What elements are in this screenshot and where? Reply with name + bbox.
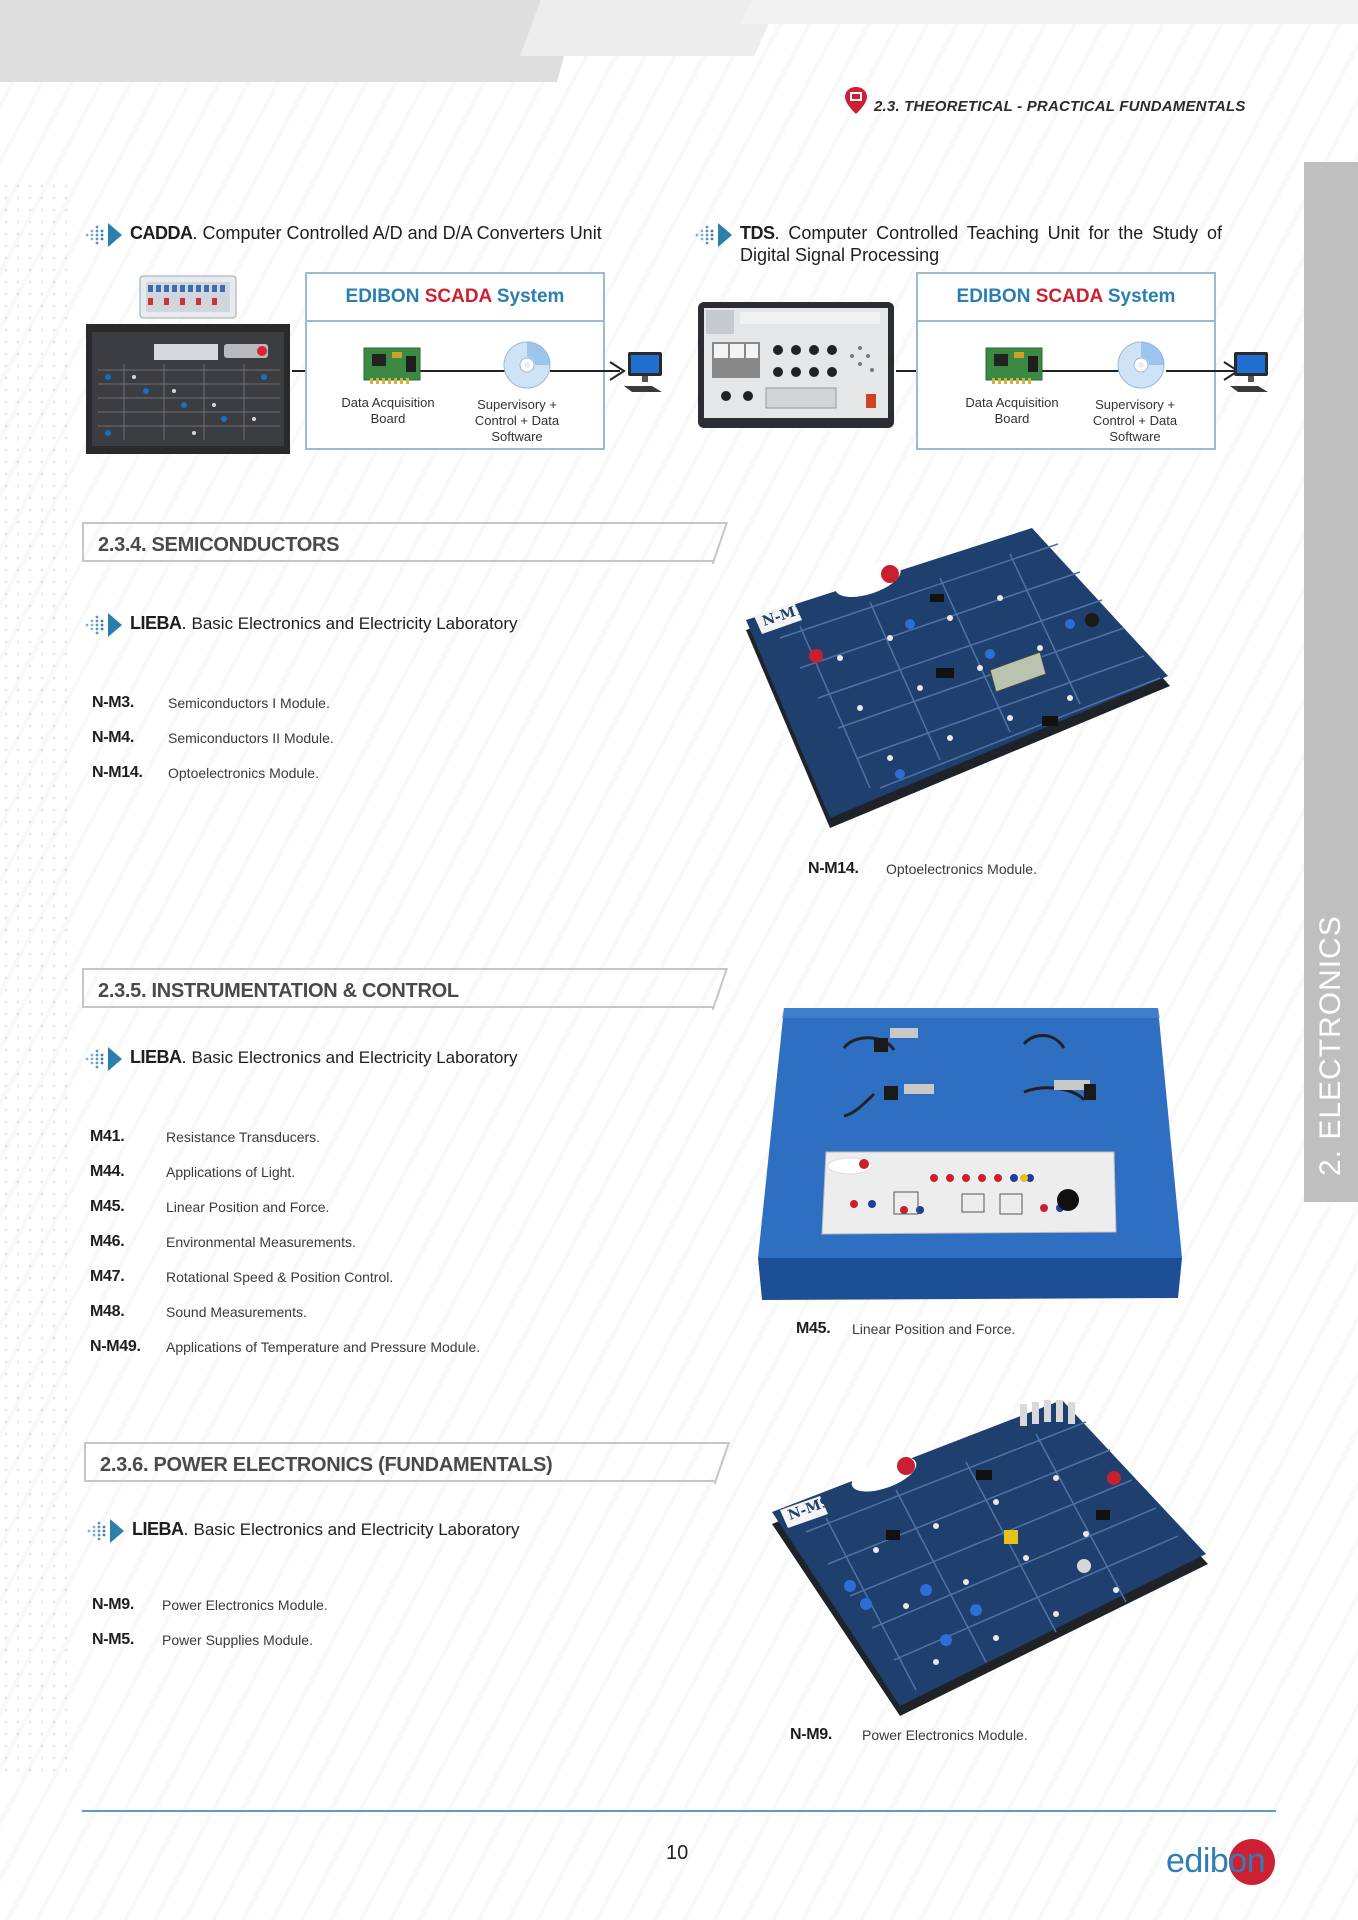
module-item: N-M49.Applications of Temperature and Pr…: [90, 1338, 481, 1355]
section-header-box: [82, 968, 728, 1008]
location-pin-icon: [845, 87, 867, 114]
product-arrow-icon: [85, 613, 122, 637]
data-acquisition-board-icon: [985, 347, 1043, 384]
product-arrow-icon: [85, 223, 122, 247]
connector-line: [1166, 370, 1234, 372]
product-description: Computer Controlled Teaching Unit for th…: [740, 223, 1222, 265]
product-code: LIEBA: [130, 613, 182, 633]
footer-divider: [82, 1810, 1276, 1812]
m45-box-image: [758, 1008, 1182, 1300]
product-heading-tds: TDS. Computer Controlled Teaching Unit f…: [692, 222, 1222, 266]
board-label: Data Acquisition Board: [965, 395, 1059, 426]
scada-title: EDIBON SCADA System: [918, 274, 1214, 322]
section-title: 2.3.4. SEMICONDUCTORS: [98, 534, 340, 556]
connector-line: [550, 370, 620, 372]
module-item: M46.Environmental Measurements.: [90, 1233, 356, 1250]
image-caption: M45.Linear Position and Force.: [796, 1320, 1016, 1337]
product-heading-lieba: LIEBA. Basic Electronics and Electricity…: [82, 612, 642, 638]
n-m9-board-image: N-M9: [772, 1400, 1208, 1716]
product-code: LIEBA: [132, 1519, 184, 1539]
scada-system-box: EDIBON SCADA System: [305, 272, 605, 450]
chapter-title: 2.3. THEORETICAL - PRACTICAL FUNDAMENTAL…: [874, 98, 1246, 115]
module-item: M48.Sound Measurements.: [90, 1303, 307, 1320]
product-code: TDS: [740, 223, 775, 243]
connector-line: [1040, 370, 1120, 372]
product-description: Computer Controlled A/D and D/A Converte…: [202, 223, 602, 243]
scada-title: EDIBON SCADA System: [307, 274, 603, 322]
page-number: 10: [666, 1842, 689, 1864]
board-label: Data Acquisition Board: [341, 395, 435, 426]
arrow-right-icon: [609, 361, 626, 381]
section-header-box: [84, 1442, 730, 1482]
product-heading-lieba: LIEBA. Basic Electronics and Electricity…: [82, 1046, 642, 1072]
module-item: M47.Rotational Speed & Position Control.: [90, 1268, 394, 1285]
tds-equipment-image: [698, 302, 894, 428]
product-code: LIEBA: [130, 1047, 182, 1067]
header-band: [0, 0, 580, 82]
module-item: N-M14.Optoelectronics Module.: [92, 764, 319, 781]
product-description: Basic Electronics and Electricity Labora…: [191, 614, 518, 633]
header-band: [740, 0, 1358, 24]
cadda-equipment-image: [86, 275, 290, 454]
computer-icon: [1230, 352, 1268, 392]
module-item: N-M4.Semiconductors II Module.: [92, 729, 334, 746]
edibon-logo[interactable]: edibon: [1166, 1842, 1266, 1880]
product-title: LIEBA. Basic Electronics and Electricity…: [130, 613, 518, 633]
software-label: Supervisory + Control + Data Software: [1092, 397, 1178, 444]
product-description: Basic Electronics and Electricity Labora…: [193, 1520, 520, 1539]
connector-line: [420, 370, 506, 372]
side-tab-label: 2. ELECTRONICS: [1314, 915, 1347, 1176]
product-heading-cadda: CADDA. Computer Controlled A/D and D/A C…: [82, 222, 612, 248]
product-title: LIEBA. Basic Electronics and Electricity…: [130, 1047, 518, 1067]
section-title: 2.3.6. POWER ELECTRONICS (FUNDAMENTALS): [100, 1454, 553, 1476]
image-caption: N-M9.Power Electronics Module.: [790, 1726, 1028, 1743]
product-arrow-icon: [85, 1047, 122, 1071]
header-band: [520, 0, 780, 56]
side-tab: [1304, 162, 1358, 1202]
product-code: CADDA: [130, 223, 193, 243]
background-dots: [0, 180, 70, 1780]
computer-icon: [624, 352, 662, 392]
edibon-logo-mark: [1229, 1839, 1275, 1885]
product-title: CADDA. Computer Controlled A/D and D/A C…: [130, 223, 602, 243]
product-title: LIEBA. Basic Electronics and Electricity…: [132, 1519, 520, 1539]
module-item: M44.Applications of Light.: [90, 1163, 296, 1180]
product-arrow-icon: [695, 223, 732, 247]
module-item: N-M3.Semiconductors I Module.: [92, 694, 330, 711]
product-title: TDS. Computer Controlled Teaching Unit f…: [740, 223, 1222, 265]
product-arrow-icon: [87, 1519, 124, 1543]
product-description: Basic Electronics and Electricity Labora…: [191, 1048, 518, 1067]
software-cd-icon: [503, 341, 551, 389]
data-acquisition-board-icon: [363, 347, 421, 384]
scada-system-box: EDIBON SCADA System: [916, 272, 1216, 450]
software-label: Supervisory + Control + Data Software: [474, 397, 560, 444]
software-cd-icon: [1117, 341, 1165, 389]
module-item: N-M5.Power Supplies Module.: [92, 1631, 313, 1648]
module-item: M45.Linear Position and Force.: [90, 1198, 330, 1215]
product-heading-lieba: LIEBA. Basic Electronics and Electricity…: [84, 1518, 644, 1544]
section-header-box: [82, 522, 728, 562]
section-title: 2.3.5. INSTRUMENTATION & CONTROL: [98, 980, 459, 1002]
n-m14-board-image: N-M14: [746, 528, 1170, 828]
module-item: M41.Resistance Transducers.: [90, 1128, 321, 1145]
image-caption: N-M14.Optoelectronics Module.: [808, 860, 1037, 877]
module-item: N-M9.Power Electronics Module.: [92, 1596, 328, 1613]
